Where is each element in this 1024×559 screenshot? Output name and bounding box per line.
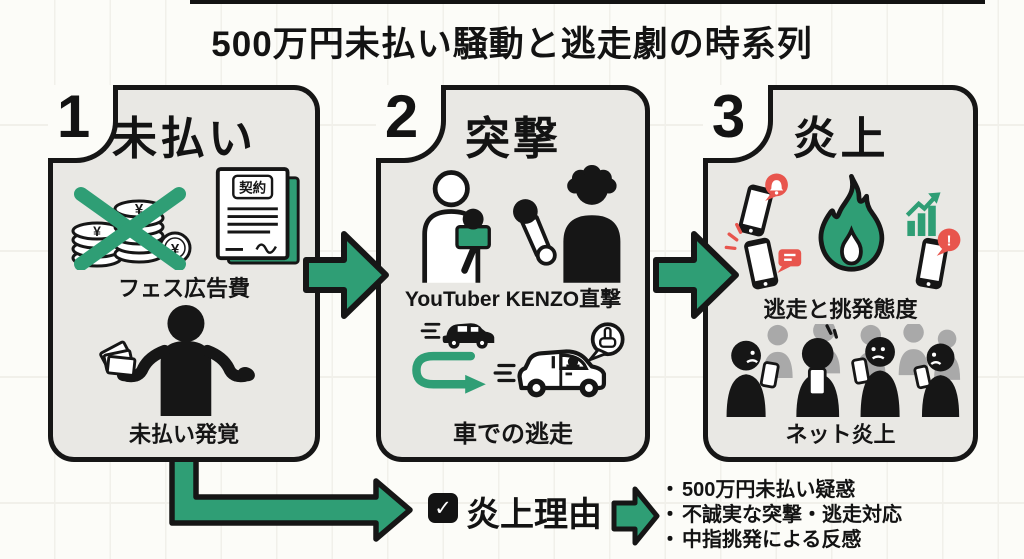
step-panel-unpaid: 1 未払い ¥ ¥ ¥ bbox=[48, 85, 320, 462]
step-panel-ambush: 2 突撃 bbox=[376, 85, 650, 462]
svg-text:¥: ¥ bbox=[170, 241, 179, 258]
bullet-glyph: ・ bbox=[660, 504, 680, 526]
bell-badge bbox=[764, 173, 788, 201]
viral-fire-icon: ! bbox=[724, 173, 960, 290]
message-badge bbox=[776, 249, 801, 273]
reason-list: ・ 500万円未払い疑惑 ・ 不誠実な突撃・逃走対応 ・ 中指挑発による反感 bbox=[660, 478, 902, 553]
step-number: 2 bbox=[384, 82, 419, 150]
shrugging-person-icon bbox=[99, 304, 255, 416]
angry-person-4 bbox=[912, 343, 959, 417]
microphone-with-flag bbox=[454, 208, 491, 274]
microphone-second bbox=[512, 199, 557, 266]
contract-document-icon: 契約 bbox=[215, 167, 300, 265]
phone-bell-alert bbox=[737, 184, 774, 237]
arrow-to-reasons bbox=[169, 455, 413, 542]
driver-head bbox=[567, 356, 579, 367]
page-title: 500万円未払い騒動と逃走劇の時系列 bbox=[211, 25, 813, 64]
contract-label: 契約 bbox=[238, 179, 266, 195]
caption-fes-ad-fee: フェス広告費 bbox=[117, 276, 250, 301]
caption-car-escape: 車での逃走 bbox=[453, 421, 573, 448]
svg-text:¥: ¥ bbox=[134, 201, 143, 218]
rising-chart bbox=[905, 192, 941, 237]
escaping-car-outline bbox=[493, 322, 625, 398]
caption-unpaid-discovered: 未払い発覚 bbox=[128, 422, 239, 447]
checkbox-icon: ✓ bbox=[428, 493, 458, 523]
step-number-badge: 2 bbox=[376, 85, 446, 163]
step-title: 突撃 bbox=[464, 113, 561, 164]
shock-lines bbox=[724, 223, 742, 251]
step-panel-flaming: 3 炎上 bbox=[703, 85, 978, 462]
step-title: 炎上 bbox=[792, 113, 889, 164]
step-number: 3 bbox=[711, 82, 746, 150]
reason-item: ・ 500万円未払い疑惑 bbox=[660, 478, 902, 503]
angry-person-3 bbox=[850, 336, 900, 417]
car-escape-icon bbox=[412, 322, 625, 398]
reasons-heading: 炎上理由 bbox=[466, 496, 602, 534]
angry-person-1 bbox=[726, 340, 780, 417]
top-border-strip bbox=[190, 0, 985, 4]
caption-escape-provocation: 逃走と挑発態度 bbox=[763, 296, 918, 322]
svg-text:!: ! bbox=[946, 233, 951, 250]
caption-net-flaming: ネット炎上 bbox=[785, 422, 896, 447]
arrow-to-reason-list bbox=[611, 486, 660, 546]
crossed-yen-coins-icon: ¥ ¥ ¥ bbox=[71, 187, 191, 270]
reason-item: ・ 不誠実な突撃・逃走対応 bbox=[660, 503, 902, 528]
bullet-glyph: ・ bbox=[660, 529, 680, 551]
reason-item: ・ 中指挑発による反感 bbox=[660, 528, 902, 553]
step-number: 1 bbox=[56, 82, 91, 150]
bullet-glyph: ・ bbox=[660, 479, 680, 501]
middle-finger-bubble bbox=[588, 322, 625, 362]
arrow-step2-to-step3 bbox=[653, 231, 739, 319]
shocked-person-2 bbox=[795, 324, 839, 417]
speeding-small-car bbox=[420, 322, 495, 349]
signature-squiggle bbox=[254, 243, 277, 254]
warning-badge: ! bbox=[936, 228, 960, 256]
check-glyph: ✓ bbox=[434, 496, 452, 520]
arrow-step1-to-step2 bbox=[303, 231, 389, 319]
bills-fan bbox=[99, 340, 137, 377]
step-number-badge: 3 bbox=[703, 85, 773, 163]
step-title: 未払い bbox=[111, 113, 256, 164]
phone-warning-alert bbox=[915, 237, 949, 290]
interview-scene-icon bbox=[421, 164, 620, 283]
green-flame bbox=[818, 173, 884, 272]
target-person-silhouette bbox=[562, 164, 620, 283]
svg-text:¥: ¥ bbox=[93, 223, 101, 239]
angry-crowd-icon bbox=[726, 323, 960, 417]
escape-route-arrow bbox=[412, 351, 486, 394]
caption-youtuber-kenzo: YouTuber KENZO直撃 bbox=[404, 287, 622, 311]
reason-text: 500万円未払い疑惑 bbox=[682, 479, 856, 501]
step-number-badge: 1 bbox=[48, 85, 118, 163]
reason-text: 中指挑発による反感 bbox=[682, 529, 862, 551]
reason-text: 不誠実な突撃・逃走対応 bbox=[682, 504, 902, 526]
phone-message-alert bbox=[743, 237, 778, 290]
green-x-mark bbox=[73, 187, 186, 270]
